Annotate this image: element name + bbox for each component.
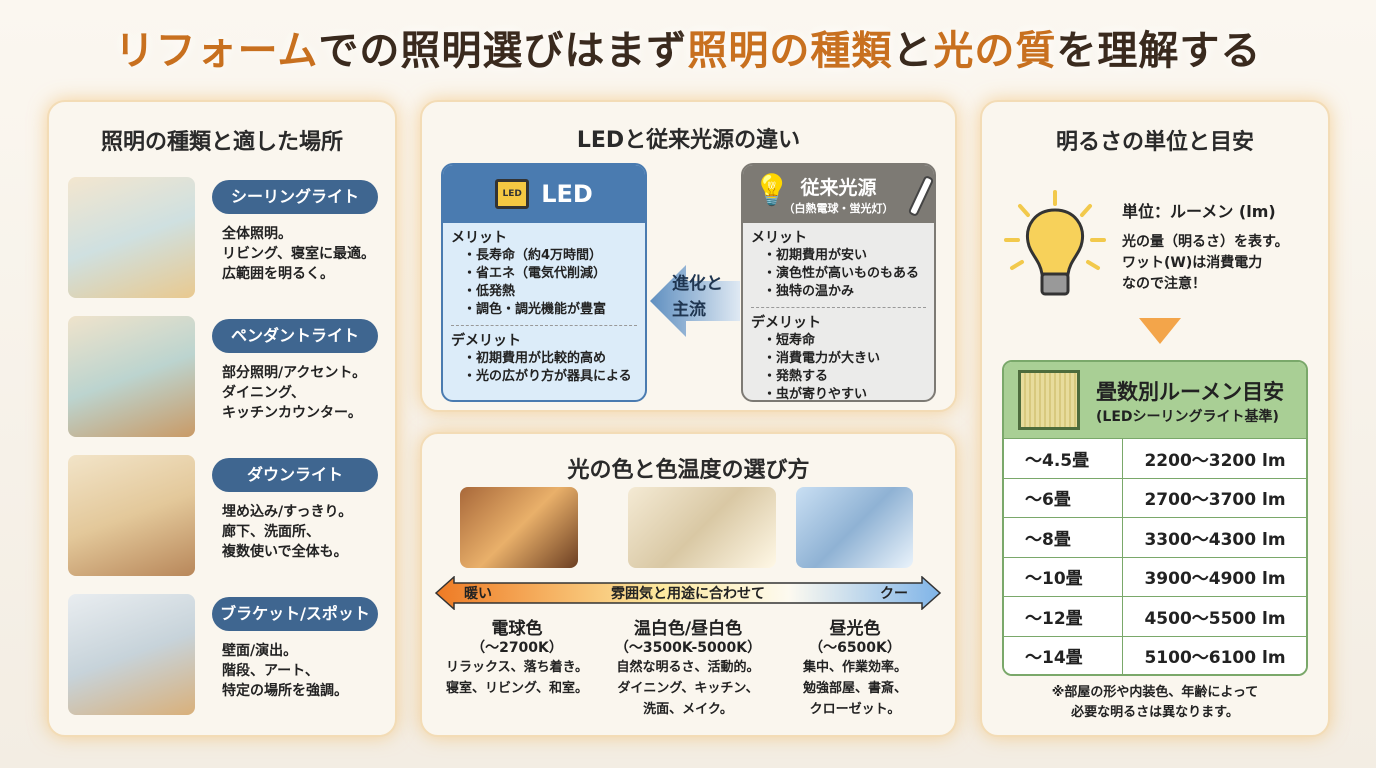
downlight-desc: 埋め込み/すっきり。 廊下、洗面所、 複数使いで全体も。 (222, 504, 353, 560)
color-type-name: 昼光色 (829, 619, 881, 639)
demerit-item: ・初期費用が比較的高め (463, 351, 607, 366)
led-title: LED (541, 180, 593, 208)
light-bulb-icon: 💡 (753, 173, 791, 208)
bracket-spot-label: ブラケット/スポット (212, 597, 378, 631)
merit-item: ・演色性が高いものもある (763, 266, 920, 281)
divider (451, 325, 637, 326)
bracket-spot-image (68, 594, 195, 715)
color-desc: 集中、作業効率。 勉強部屋、書斎、 クローゼット。 (802, 660, 907, 717)
warm-bedroom-image (460, 487, 578, 568)
color-temperature-bar (434, 576, 942, 610)
demerit-item: ・短寿命 (763, 333, 816, 348)
panel-heading: LEDと従来光源の違い (576, 128, 801, 153)
color-type-name: 温白色/昼白色 (633, 619, 743, 639)
tatami-icon (1018, 370, 1080, 430)
merit-item: ・低発熱 (463, 284, 516, 299)
demerit-item: ・消費電力が大きい (763, 351, 881, 366)
pendant-light-image (68, 316, 195, 437)
demerit-item: ・虫が寄りやすい (763, 387, 868, 402)
pendant-light-label: ペンダントライト (212, 319, 378, 353)
merit-item: ・調色・調光機能が豊富 (463, 302, 607, 317)
down-triangle-icon (1139, 318, 1181, 344)
pendant-light-desc: 部分照明/アクセント。 ダイニング、 キッチンカウンター。 (222, 365, 367, 421)
merit-item: ・長寿命（約4万時間） (463, 248, 603, 263)
ceiling-light-desc: 全体照明。 リビング、寝室に最適。 広範囲を明るく。 (222, 226, 376, 282)
led-box: LED LED メリット・長寿命（約4万時間）・省エネ（電気代削減）・低発熱・調… (441, 163, 647, 402)
color-temp: （〜6500K） (809, 640, 901, 656)
ceiling-light-image (68, 177, 195, 298)
panel-heading: 照明の種類と適した場所 (100, 130, 343, 155)
color-type-name: 電球色 (491, 619, 543, 639)
merit-item: ・初期費用が安い (763, 248, 868, 263)
color-temp: （〜3500K-5000K） (614, 640, 762, 656)
ceiling-light-label: シーリングライト (212, 180, 378, 214)
downlight-label: ダウンライト (212, 458, 378, 492)
merit-item: ・省エネ（電気代削減） (463, 266, 607, 281)
traditional-box: 💡 従来光源 （白熱電球・蛍光灯） メリット・初期費用が安い・演色性が高いものも… (741, 163, 936, 402)
divider (751, 307, 926, 308)
color-desc: 自然な明るさ、活動的。 ダイニング、キッチン、 洗面、メイク。 (616, 660, 760, 717)
panel-heading: 明るさの単位と目安 (1055, 130, 1254, 155)
merit-item: ・独特の温かみ (763, 284, 855, 299)
neutral-dining-image (628, 487, 776, 568)
led-chip-icon: LED (495, 179, 530, 209)
left-arrow-icon (650, 265, 740, 337)
color-temp: （〜2700K） (471, 640, 563, 656)
page-title: リフォームでの照明選びはまず照明の種類と光の質を理解する (114, 28, 1262, 74)
cool-study-image (796, 487, 913, 568)
demerit-item: ・光の広がり方が器具による (463, 369, 632, 384)
color-desc: リラックス、落ち着き。 寝室、リビング、和室。 (445, 660, 589, 696)
light-bulb-icon (1004, 190, 1106, 296)
panel-heading: 光の色と色温度の選び方 (567, 458, 810, 483)
bracket-spot-desc: 壁面/演出。 階段、アート、 特定の場所を強調。 (222, 643, 348, 699)
evolution-arrow: 進化と 主流 (650, 265, 740, 337)
demerit-item: ・発熱する (763, 369, 829, 384)
downlight-image (68, 455, 195, 576)
